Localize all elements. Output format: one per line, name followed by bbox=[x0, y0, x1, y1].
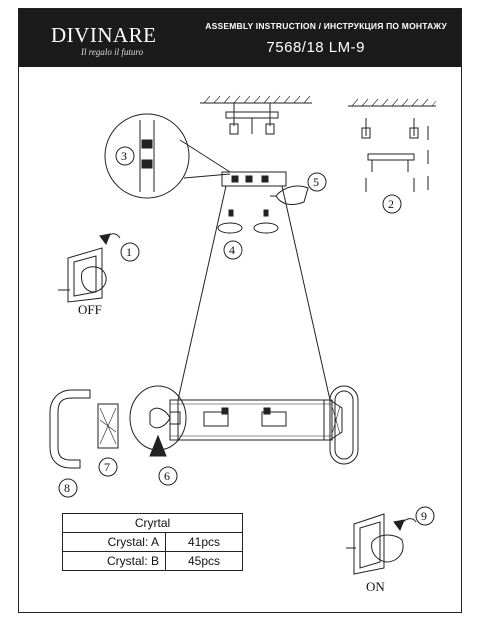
hand-screwdriver bbox=[270, 185, 309, 205]
step-number-4: 4 bbox=[229, 243, 235, 257]
step-number-3: 3 bbox=[121, 149, 127, 163]
canopy bbox=[221, 171, 287, 187]
step-marker-3 bbox=[115, 146, 135, 166]
ceiling-bracket-detail bbox=[348, 98, 437, 192]
table-row: Crystal: B 45pcs bbox=[62, 551, 243, 571]
crystal-name: Crystal: A bbox=[62, 532, 166, 552]
step-number-2: 2 bbox=[388, 197, 394, 211]
bulb-assembly bbox=[129, 385, 187, 457]
crystal-table: Cryrtal Crystal: A 41pcs Crystal: B 45pc… bbox=[62, 513, 243, 571]
wall-switch-off bbox=[58, 233, 121, 303]
header-bar: DIVINARE Il regalo il futuro ASSEMBLY IN… bbox=[19, 9, 461, 67]
step-marker-8 bbox=[58, 478, 78, 498]
suspension-cables bbox=[177, 185, 331, 401]
step-marker-2 bbox=[382, 194, 402, 214]
step-number-9: 9 bbox=[421, 509, 427, 523]
wall-switch-on bbox=[346, 513, 417, 575]
page-border bbox=[18, 8, 462, 613]
document-subtitle: ASSEMBLY INSTRUCTION / ИНСТРУКЦИЯ ПО МОН… bbox=[205, 21, 447, 31]
crystal-piece bbox=[97, 403, 119, 449]
fixture-body bbox=[169, 399, 333, 441]
model-number: 7568/18 LM-9 bbox=[266, 39, 365, 56]
step-markers bbox=[58, 146, 435, 526]
step-number-1: 1 bbox=[126, 245, 132, 259]
table-row: Crystal: A 41pcs bbox=[62, 532, 243, 552]
crystal-count: 45pcs bbox=[165, 551, 243, 571]
step-marker-5 bbox=[307, 172, 327, 192]
decor-ring bbox=[49, 389, 91, 469]
step-marker-7 bbox=[98, 457, 118, 477]
brand-tagline: Il regalo il futuro bbox=[81, 47, 144, 57]
step-number-7: 7 bbox=[104, 460, 110, 474]
crystal-table-title: Cryrtal bbox=[62, 513, 243, 533]
step-number-8: 8 bbox=[64, 481, 70, 495]
step-marker-1 bbox=[120, 242, 140, 262]
step-marker-6 bbox=[158, 466, 178, 486]
crystal-panel-right bbox=[329, 385, 359, 465]
connector-zoom-detail bbox=[104, 113, 231, 199]
step-marker-4 bbox=[223, 240, 243, 260]
brand-logo: DIVINARE bbox=[51, 23, 157, 47]
step-number-6: 6 bbox=[164, 469, 170, 483]
ceiling-mount-detail bbox=[200, 95, 312, 135]
on-label: ON bbox=[366, 579, 385, 594]
crystal-name: Crystal: B bbox=[62, 551, 166, 571]
step-number-5: 5 bbox=[313, 175, 319, 189]
step-marker-9 bbox=[415, 506, 435, 526]
off-label: OFF bbox=[78, 302, 102, 317]
crystal-count: 41pcs bbox=[165, 532, 243, 552]
